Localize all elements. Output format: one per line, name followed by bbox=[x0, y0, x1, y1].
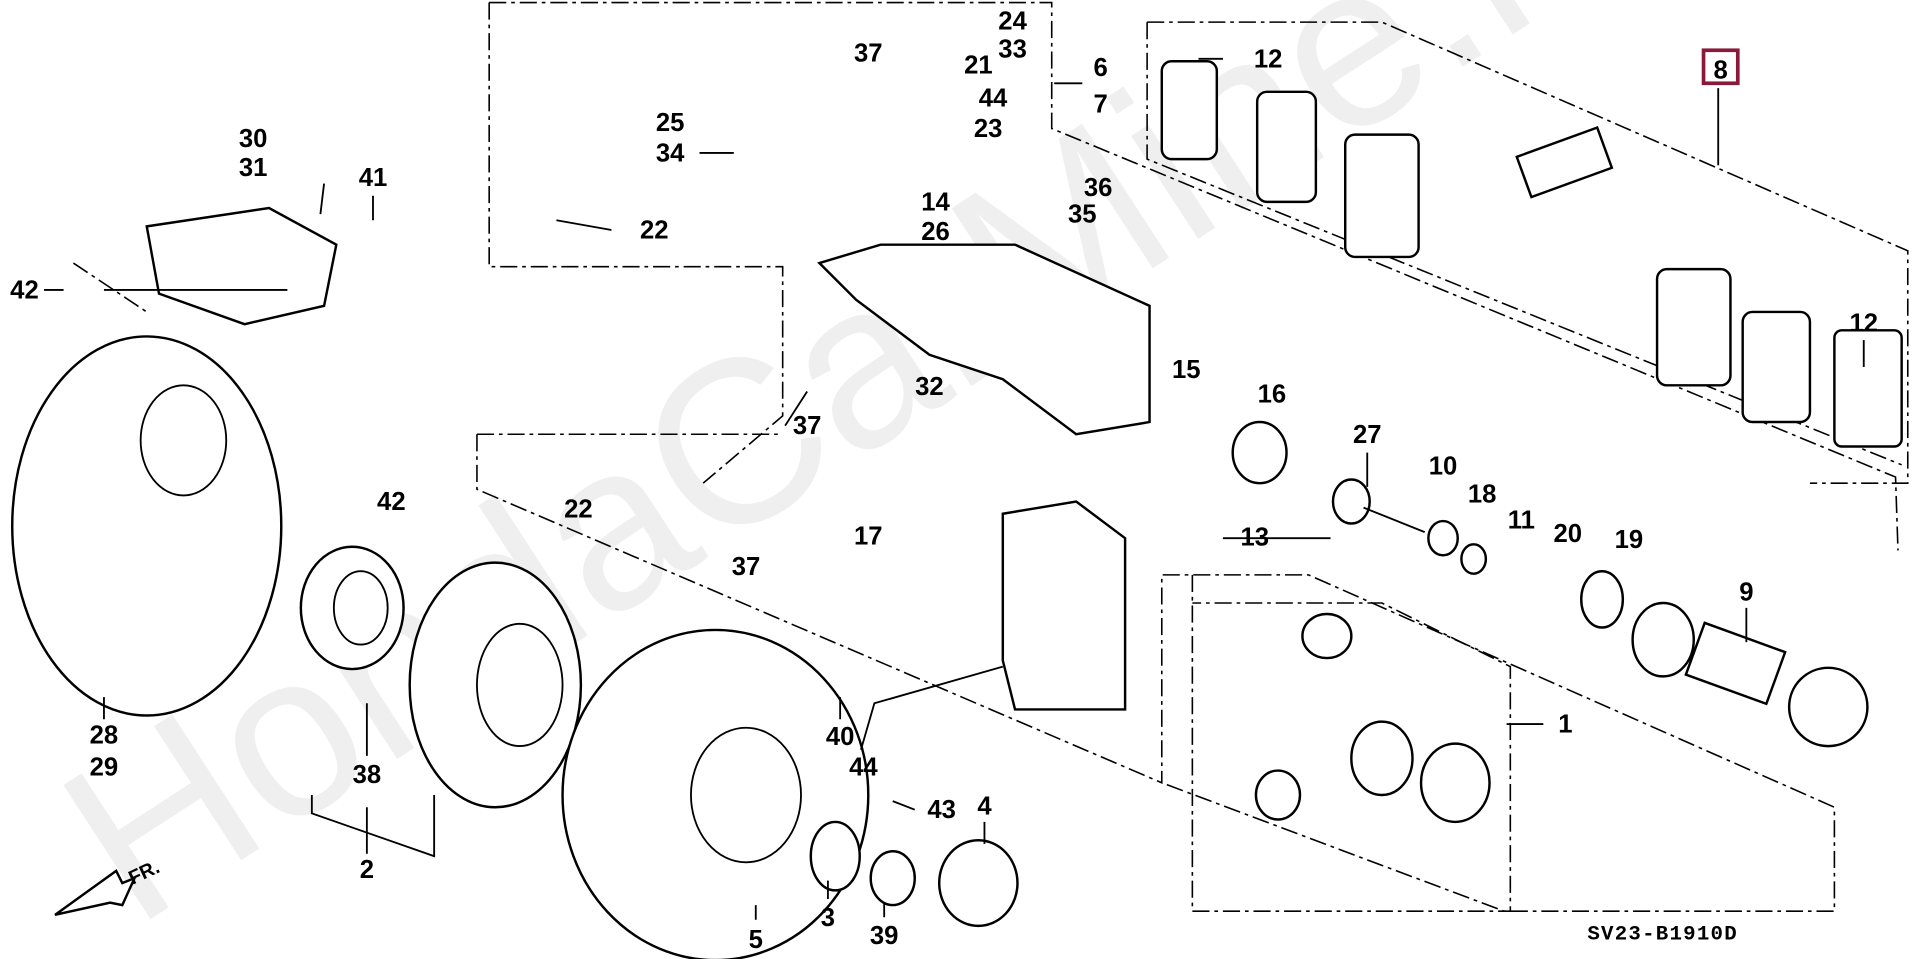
part-label: 1 bbox=[1558, 711, 1572, 739]
part-label: 12 bbox=[1849, 310, 1878, 338]
part-label: 44 bbox=[849, 753, 878, 781]
part-label: 5 bbox=[749, 926, 763, 954]
part-label: 29 bbox=[90, 753, 119, 781]
part-label: 11 bbox=[1508, 506, 1535, 534]
part-label: 37 bbox=[854, 39, 883, 67]
part-label: 22 bbox=[564, 495, 593, 523]
part-label: 20 bbox=[1554, 520, 1583, 548]
part-label: 24 bbox=[998, 7, 1027, 35]
part-label: 31 bbox=[239, 154, 268, 182]
part-shapes bbox=[11, 60, 1903, 959]
part-label: 26 bbox=[921, 218, 950, 246]
part-label: 18 bbox=[1468, 481, 1497, 509]
part-label: 40 bbox=[826, 723, 855, 751]
part-label: 13 bbox=[1240, 524, 1269, 552]
part-label: 42 bbox=[377, 488, 406, 516]
part-label: 33 bbox=[998, 36, 1027, 64]
part-label: 32 bbox=[915, 373, 944, 401]
part-label: 42 bbox=[10, 277, 39, 305]
part-label: 35 bbox=[1068, 201, 1097, 229]
part-label: 12 bbox=[1254, 45, 1283, 73]
part-label: 8 bbox=[1714, 56, 1728, 84]
part-label: 30 bbox=[239, 125, 268, 153]
part-label: 21 bbox=[964, 51, 993, 79]
part-label: 3 bbox=[821, 904, 835, 932]
part-label: 4 bbox=[977, 793, 992, 821]
part-label: 16 bbox=[1258, 380, 1287, 408]
part-label: 7 bbox=[1093, 91, 1107, 119]
part-label: 6 bbox=[1093, 54, 1107, 82]
highlight-box-8 bbox=[1701, 48, 1740, 86]
part-label: 37 bbox=[793, 412, 822, 440]
part-label: 17 bbox=[854, 522, 883, 550]
part-label: 25 bbox=[656, 109, 685, 137]
part-label: 10 bbox=[1429, 453, 1458, 481]
part-label: 15 bbox=[1172, 356, 1201, 384]
part-label: 9 bbox=[1739, 579, 1753, 607]
group-outlines bbox=[72, 1, 1909, 912]
part-label: 14 bbox=[921, 188, 950, 216]
part-label: 23 bbox=[974, 115, 1003, 143]
part-label: 41 bbox=[359, 164, 388, 192]
part-label: 27 bbox=[1353, 421, 1382, 449]
part-label: 43 bbox=[927, 796, 956, 824]
part-label: 2 bbox=[360, 856, 374, 884]
part-label: 36 bbox=[1084, 174, 1113, 202]
part-label: 44 bbox=[979, 85, 1008, 113]
leader-lines bbox=[44, 57, 1865, 920]
part-label: 37 bbox=[732, 553, 761, 581]
part-label: 34 bbox=[656, 140, 685, 168]
part-label: 38 bbox=[353, 761, 382, 789]
part-label: 19 bbox=[1615, 526, 1644, 554]
diagram-code: SV23-B1910D bbox=[1587, 923, 1738, 946]
part-label: 39 bbox=[870, 922, 899, 950]
part-label: 22 bbox=[640, 217, 669, 245]
part-label: 28 bbox=[90, 722, 119, 750]
